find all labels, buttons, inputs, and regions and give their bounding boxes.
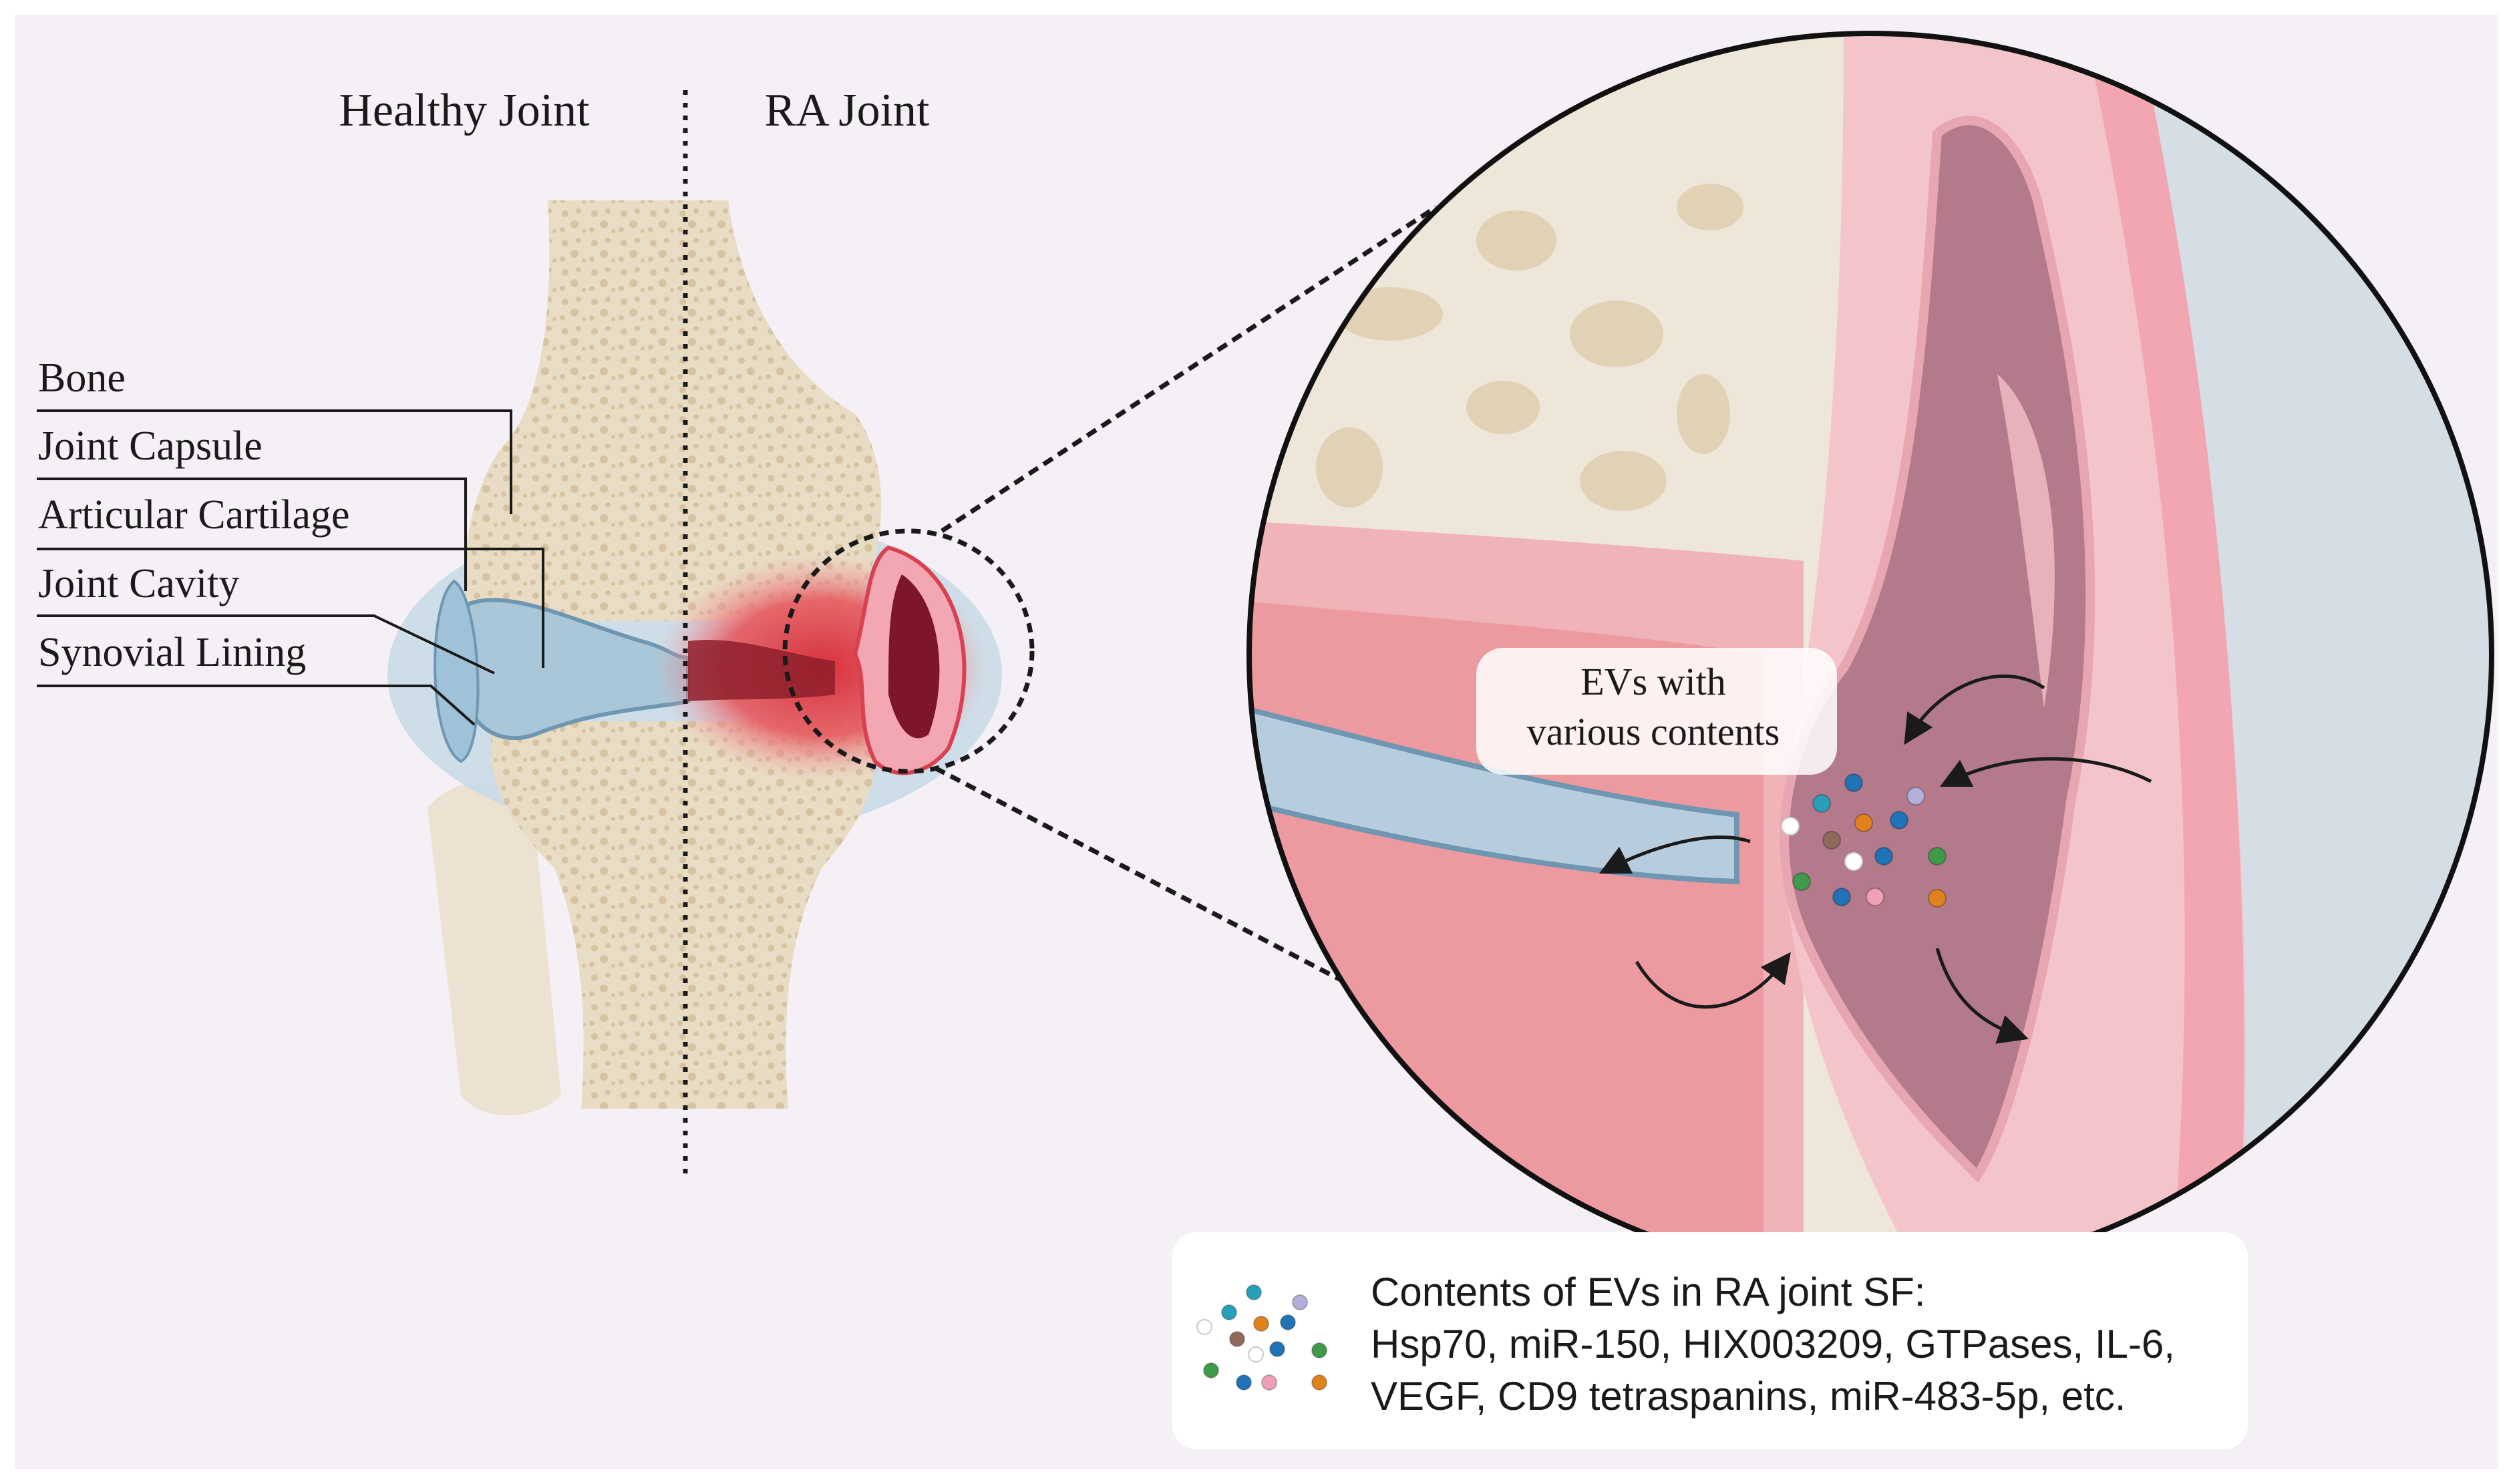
ev-particle — [1866, 888, 1884, 906]
ev-particle — [1311, 1342, 1327, 1358]
anatomy-labels: Bone Joint Capsule Articular Cartilage J… — [37, 355, 544, 726]
ev-particle — [1236, 1374, 1252, 1390]
ev-particle — [1832, 888, 1851, 906]
zoom-cartilage — [1249, 704, 1739, 885]
legend-ev-particles — [1196, 1284, 1327, 1390]
ev-flow-arrows — [1599, 674, 2152, 1044]
ev-particle — [1246, 1284, 1262, 1300]
label-synovial-lining: Synovial Lining — [38, 630, 306, 675]
ev-particle — [1844, 773, 1863, 792]
femur — [464, 200, 882, 621]
ev-callout-line1: EVs with — [1580, 660, 1726, 703]
ev-particle — [1792, 872, 1811, 891]
zoom-connector-top — [941, 205, 1438, 533]
legend-box — [1172, 1232, 2248, 1449]
zoom-ev-particles — [1781, 773, 1947, 908]
ev-particle — [1229, 1331, 1245, 1347]
legend-line-1: Hsp70, miR-150, HIX003209, GTPases, IL-6… — [1371, 1322, 2175, 1366]
ev-particle — [1854, 813, 1873, 832]
knee-joint-illustration — [387, 90, 1035, 1175]
ev-particle — [1781, 817, 1800, 836]
legend-line-2: VEGF, CD9 tetraspanins, miR-483-5p, etc. — [1371, 1374, 2126, 1419]
zoom-synovial-lining — [2084, 33, 2244, 1276]
ev-particle — [1269, 1341, 1285, 1357]
ev-particle — [1890, 811, 1908, 829]
label-joint-capsule: Joint Capsule — [38, 423, 263, 469]
ev-particle — [1253, 1316, 1269, 1332]
heading-ra-joint: RA Joint — [764, 85, 930, 136]
label-joint-cavity: Joint Cavity — [38, 561, 239, 606]
leader-articular-cartilage — [37, 548, 544, 668]
ev-particle — [1874, 847, 1893, 866]
ev-particle — [1261, 1374, 1277, 1390]
synovial-lining — [434, 579, 480, 763]
ev-particle — [1311, 1374, 1327, 1390]
zoom-cavity-highlight — [1997, 374, 2055, 708]
ev-particle — [1822, 831, 1841, 850]
ev-particle — [1906, 787, 1925, 805]
ev-particle — [1928, 889, 1947, 908]
leader-synovial-lining — [37, 685, 476, 726]
ev-particle — [1221, 1304, 1237, 1320]
ev-callout-box — [1476, 648, 1837, 775]
label-articular-cartilage: Articular Cartilage — [38, 492, 350, 538]
ev-callout-line2: various contents — [1527, 710, 1780, 753]
zoom-connector-bottom — [934, 765, 1384, 1004]
ev-particle — [1196, 1319, 1212, 1335]
zoom-source-ring — [782, 528, 1035, 774]
leader-bone — [37, 409, 512, 514]
leader-joint-cavity — [37, 614, 495, 675]
heading-healthy-joint: Healthy Joint — [339, 85, 590, 136]
fibula — [428, 781, 561, 1115]
label-bone: Bone — [38, 355, 126, 401]
ev-particle — [1280, 1314, 1296, 1330]
ev-particle — [1928, 847, 1947, 866]
ev-particle — [1203, 1362, 1219, 1378]
ev-particle — [1812, 794, 1831, 813]
ev-particle — [1844, 852, 1863, 871]
ev-particle — [1248, 1346, 1264, 1362]
legend-title: Contents of EVs in RA joint SF: — [1371, 1270, 1925, 1314]
ev-particle — [1292, 1294, 1308, 1310]
leader-joint-capsule — [37, 478, 467, 591]
ra-eroded-cartilage — [688, 639, 835, 701]
zoom-joint-cavity — [1780, 116, 2096, 1183]
ra-pannus — [888, 574, 940, 739]
